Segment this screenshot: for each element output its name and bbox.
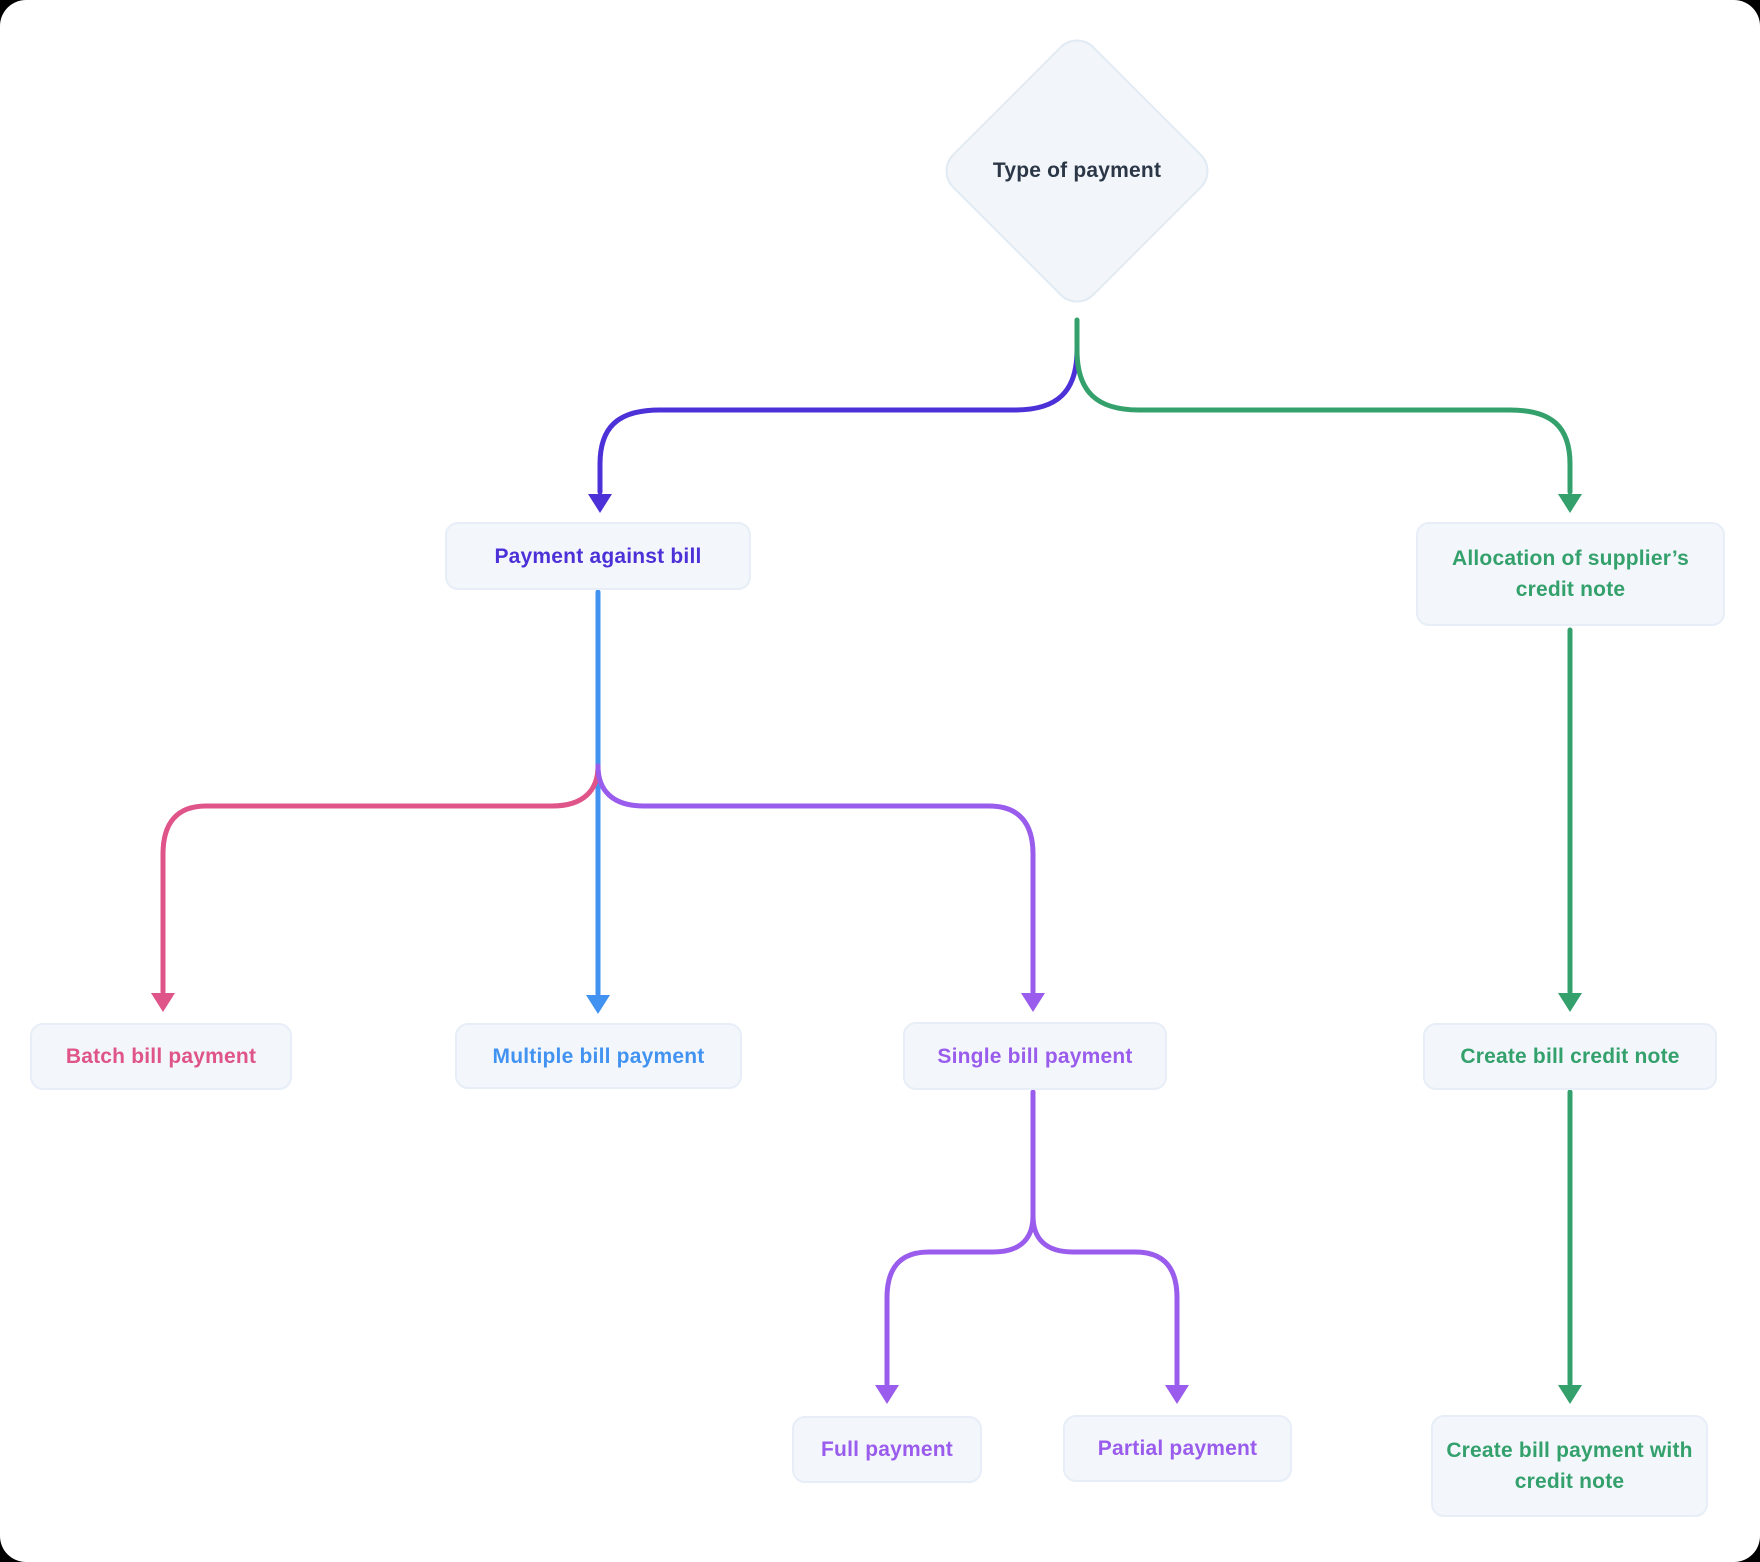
arrowhead-allocation: [1558, 494, 1582, 513]
node-type-of-payment: Type of payment: [992, 159, 1162, 182]
node-multiple-bill-payment: Multiple bill payment: [455, 1023, 742, 1089]
connector-to-batch-bill-payment: [160, 763, 601, 995]
arrowhead-create-bill-payment: [1558, 1385, 1582, 1404]
node-single-bill-payment: Single bill payment: [903, 1022, 1167, 1090]
connector-root-to-payment-against-bill: [597, 347, 1080, 495]
node-batch-bill-payment: Batch bill payment: [30, 1023, 292, 1090]
node-create-bill-payment-with-credit-note: Create bill payment with credit note: [1431, 1415, 1708, 1517]
arrowhead-partial-payment: [1165, 1385, 1189, 1404]
arrowhead-single-bill-payment: [1021, 993, 1045, 1012]
arrowhead-multiple-bill-payment: [586, 995, 610, 1014]
connector-to-full-payment: [884, 1089, 1036, 1387]
node-full-payment: Full payment: [792, 1416, 982, 1483]
node-payment-against-bill: Payment against bill: [445, 522, 751, 590]
connector-to-single-bill-payment: [595, 763, 1036, 995]
node-partial-payment: Partial payment: [1063, 1415, 1292, 1482]
node-create-bill-credit-note: Create bill credit note: [1423, 1023, 1717, 1090]
arrowhead-full-payment: [875, 1385, 899, 1404]
node-allocation-suppliers-credit-note: Allocation of supplier’s credit note: [1416, 522, 1725, 626]
arrowhead-create-bill-credit-note: [1558, 993, 1582, 1012]
arrowhead-batch-bill-payment: [151, 993, 175, 1012]
connector-root-to-allocation: [1074, 347, 1573, 495]
arrowhead-payment-against-bill: [588, 494, 612, 513]
connector-to-partial-payment: [1030, 1213, 1180, 1387]
